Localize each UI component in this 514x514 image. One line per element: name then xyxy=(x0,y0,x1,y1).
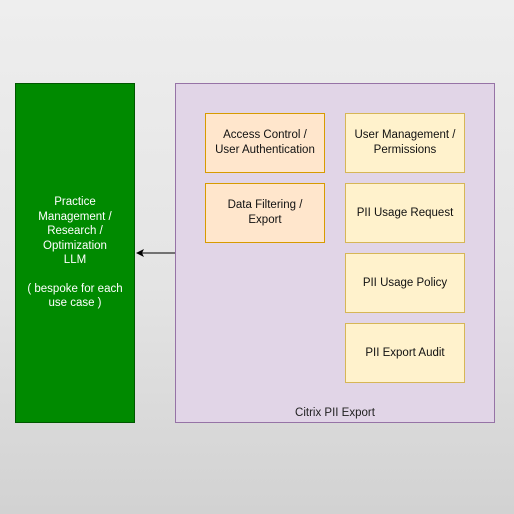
user-management-node[interactable]: User Management / Permissions xyxy=(345,113,465,173)
pii-usage-request-node[interactable]: PII Usage Request xyxy=(345,183,465,243)
llm-note: ( bespoke for each use case ) xyxy=(27,282,123,310)
llm-title: Practice Management / Research / Optimiz… xyxy=(38,196,112,267)
data-filtering-node[interactable]: Data Filtering / Export xyxy=(205,183,325,243)
container-label: Citrix PII Export xyxy=(295,407,375,419)
access-control-node[interactable]: Access Control / User Authentication xyxy=(205,113,325,173)
pii-export-audit-node[interactable]: PII Export Audit xyxy=(345,323,465,383)
pii-usage-policy-node[interactable]: PII Usage Policy xyxy=(345,253,465,313)
llm-node[interactable]: Practice Management / Research / Optimiz… xyxy=(15,83,135,423)
